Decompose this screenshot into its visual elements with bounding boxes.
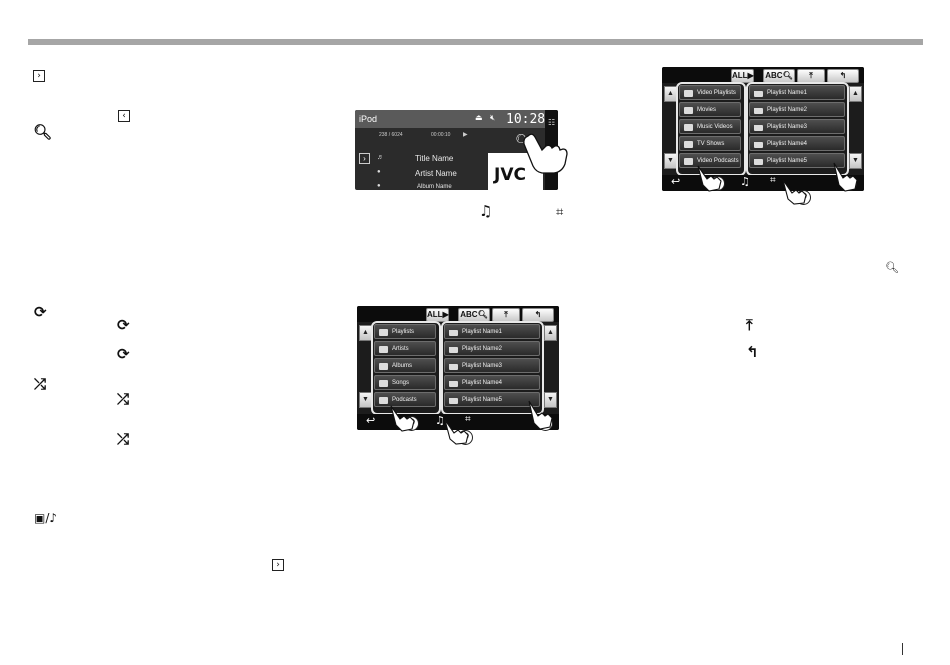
touch-hand-icon	[390, 405, 415, 432]
album-icon: ●	[377, 183, 381, 189]
list-item[interactable]: Playlist Name4	[444, 375, 540, 390]
list-item[interactable]: Playlist Name1	[749, 85, 845, 100]
touch-hand-icon	[833, 162, 858, 192]
video-frame-icon: ⌗	[556, 205, 564, 220]
source-label: iPod	[359, 114, 378, 124]
category-highlight	[676, 82, 746, 176]
category-list: Video Playlists Movies Music Videos TV S…	[679, 85, 741, 170]
list-item[interactable]: Playlist Name4	[749, 136, 845, 151]
return-button[interactable]: ↰	[522, 308, 554, 322]
header-rule	[28, 39, 923, 45]
list-item[interactable]: Playlist Name2	[444, 341, 540, 356]
page-up-button-right[interactable]: ▲	[544, 325, 557, 341]
audio-list-screen: ALL▶ ABC🔍︎ ⤒ ↰ ▲ ▼ ▲ ▼ Playlists Artists…	[357, 306, 559, 430]
repeat-icon: ⟳	[34, 303, 47, 321]
return-button[interactable]: ↰	[827, 69, 859, 83]
shuffle-song-icon: ⤮	[117, 390, 130, 408]
list-item[interactable]: Playlist Name5	[444, 392, 540, 407]
list-item[interactable]: Playlist Name5	[749, 153, 845, 168]
category-item[interactable]: TV Shows	[679, 136, 741, 151]
category-item[interactable]: Music Videos	[679, 119, 741, 134]
title-name: Title Name	[415, 154, 454, 163]
repeat-all-icon: ⟳	[117, 345, 130, 363]
music-tab-button[interactable]: ♫	[740, 175, 750, 188]
page-down-button-right[interactable]: ▼	[544, 392, 557, 408]
music-tab-button[interactable]: ♫	[435, 414, 445, 427]
play-status-icon: ▶	[463, 132, 468, 138]
touch-hand-icon	[782, 179, 807, 205]
top-level-button[interactable]: ⤒	[492, 308, 520, 322]
eject-icon: ⏏	[475, 113, 483, 122]
video-tab-button[interactable]: ⌗	[770, 175, 776, 186]
artist-name: Artist Name	[415, 169, 457, 178]
category-item[interactable]: Video Playlists	[679, 85, 741, 100]
top-level-icon: ⤒	[746, 316, 753, 334]
category-item[interactable]: Artists	[374, 341, 436, 356]
category-item[interactable]: Movies	[679, 102, 741, 117]
play-time: 00:00:10	[431, 132, 451, 138]
top-level-button[interactable]: ⤒	[797, 69, 825, 83]
next-arrow-icon: ›	[33, 70, 45, 82]
list-button[interactable]: ›	[359, 153, 370, 164]
repeat-one-icon: ⟳	[117, 316, 130, 334]
search-icon-small: 🔍︎	[885, 261, 899, 274]
page-up-button-right[interactable]: ▲	[849, 86, 862, 102]
clock: 10:28	[506, 112, 546, 127]
list-item[interactable]: Playlist Name3	[749, 119, 845, 134]
return-icon: ↰	[746, 343, 759, 361]
ipod-playback-screen: iPod ⏏ 🔇︎ 10:28 ☷ 238 / 6024 00:00:10 ▶ …	[355, 110, 558, 190]
item-list: Playlist Name1 Playlist Name2 Playlist N…	[749, 85, 845, 170]
list-item[interactable]: Playlist Name3	[444, 358, 540, 373]
search-icon: 🔍︎	[33, 123, 53, 141]
artist-icon: ●	[377, 169, 381, 175]
category-item[interactable]: Songs	[374, 375, 436, 390]
category-list: Playlists Artists Albums Songs Podcasts	[374, 324, 436, 409]
page-up-button[interactable]: ▲	[359, 325, 372, 341]
album-name: Album Name	[417, 184, 452, 190]
video-list-screen: ALL▶ ABC🔍︎ ⤒ ↰ ▲ ▼ ▲ ▼ Video Playlists M…	[662, 67, 864, 191]
back-arrow-icon: ‹	[118, 110, 130, 122]
abc-search-button[interactable]: ABC🔍︎	[763, 69, 795, 83]
next-arrow-icon-2: ›	[272, 559, 284, 571]
music-note-icon: ♫	[479, 202, 493, 220]
all-button[interactable]: ALL▶	[426, 308, 449, 322]
page-down-button-right[interactable]: ▼	[849, 153, 862, 169]
category-item[interactable]: Podcasts	[374, 392, 436, 407]
touch-hand-icon	[444, 419, 469, 445]
category-item[interactable]: Albums	[374, 358, 436, 373]
category-item[interactable]: Playlists	[374, 324, 436, 339]
touch-hand-icon	[523, 133, 568, 174]
touch-hand-icon	[528, 400, 553, 430]
list-item[interactable]: Playlist Name2	[749, 102, 845, 117]
menu-icon[interactable]: ☷	[548, 118, 556, 127]
all-button[interactable]: ALL▶	[731, 69, 754, 83]
back-button[interactable]: ↩	[366, 414, 376, 427]
shuffle-icon: ⤮	[34, 375, 47, 393]
shuffle-album-icon: ⤮	[117, 430, 130, 448]
title-icon: ♬	[377, 154, 384, 161]
abc-search-button[interactable]: ABC🔍︎	[458, 308, 490, 322]
page-marker	[902, 643, 903, 655]
touch-hand-icon	[697, 165, 722, 192]
category-item[interactable]: Video Podcasts	[679, 153, 741, 168]
track-count: 238 / 6024	[379, 132, 403, 138]
item-list: Playlist Name1 Playlist Name2 Playlist N…	[444, 324, 540, 409]
video-music-toggle-icon: ▣/♪	[34, 511, 58, 525]
jvc-logo: JVC	[494, 165, 526, 185]
mute-icon: 🔇︎	[490, 113, 496, 122]
category-highlight	[371, 321, 441, 415]
back-button[interactable]: ↩	[671, 175, 681, 188]
video-tab-button[interactable]: ⌗	[465, 414, 471, 425]
list-item[interactable]: Playlist Name1	[444, 324, 540, 339]
